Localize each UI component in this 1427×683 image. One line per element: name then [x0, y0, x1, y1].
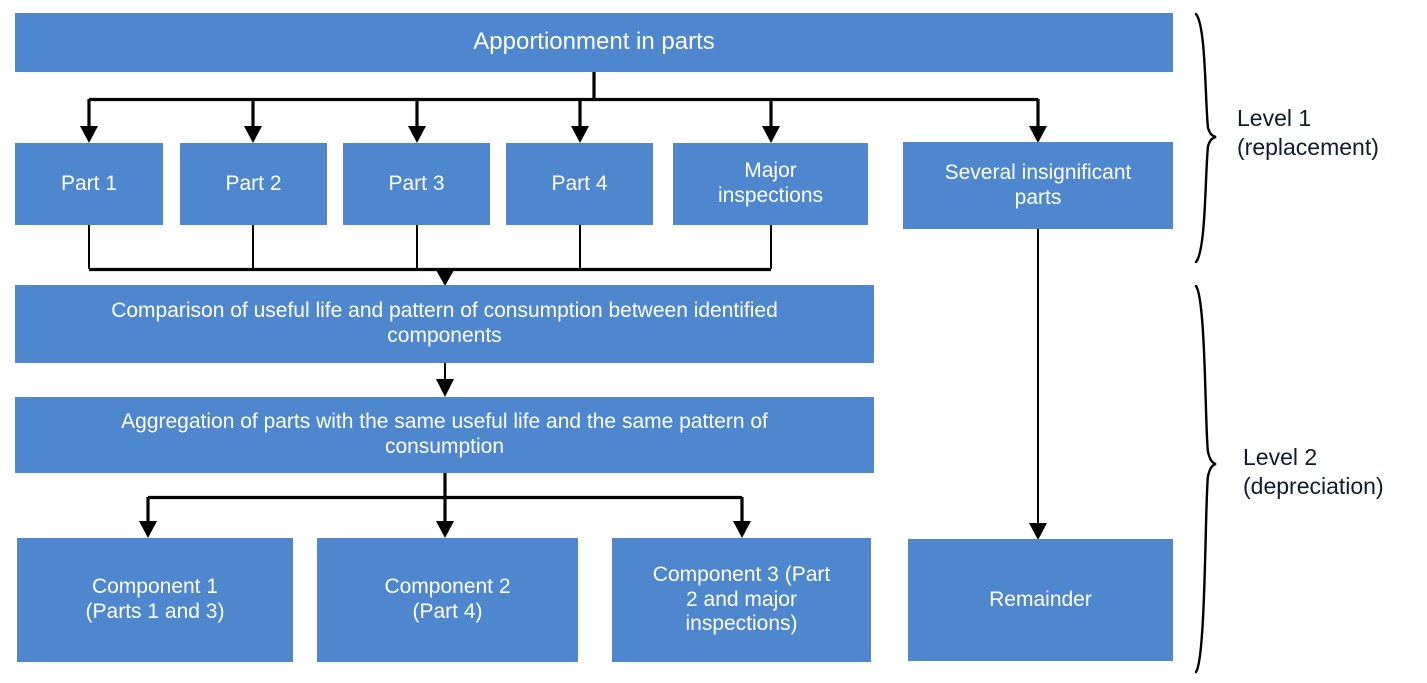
node-part-1[interactable]: Part 1 — [15, 143, 163, 225]
node-major-inspections[interactable]: Major inspections — [673, 143, 868, 225]
arrowhead-remainder — [1029, 523, 1047, 540]
node-remainder[interactable]: Remainder — [908, 539, 1173, 661]
node-part-4[interactable]: Part 4 — [506, 143, 653, 225]
arrowhead-part3 — [408, 126, 426, 143]
bracket-level-2 — [1194, 284, 1217, 674]
node-component-3[interactable]: Component 3 (Part 2 and major inspection… — [612, 538, 871, 662]
node-component-2[interactable]: Component 2 (Part 4) — [317, 538, 578, 662]
node-several-insignificant-parts[interactable]: Several insignificant parts — [903, 142, 1173, 229]
node-comparison-useful-life[interactable]: Comparison of useful life and pattern of… — [15, 285, 874, 363]
arrowhead-part1 — [80, 126, 98, 143]
arrowhead-part2 — [244, 126, 262, 143]
node-component-1[interactable]: Component 1 (Parts 1 and 3) — [17, 538, 293, 662]
node-apportionment-in-parts[interactable]: Apportionment in parts — [15, 13, 1173, 72]
bracket-level-1 — [1194, 12, 1217, 264]
arrowhead-major-inspections — [762, 126, 780, 143]
arrowhead-comparison — [436, 270, 454, 286]
node-part-2[interactable]: Part 2 — [180, 143, 327, 225]
arrowhead-component3 — [733, 521, 751, 538]
bracket-label-level-1: Level 1 (replacement) — [1237, 105, 1379, 161]
arrowhead-component2 — [436, 521, 454, 538]
bracket-label-level-2: Level 2 (depreciation) — [1243, 444, 1384, 500]
node-part-3[interactable]: Part 3 — [343, 143, 490, 225]
arrowhead-component1 — [139, 521, 157, 538]
arrowhead-several-insignificant — [1029, 126, 1047, 143]
node-aggregation-of-parts[interactable]: Aggregation of parts with the same usefu… — [15, 397, 874, 473]
arrowhead-aggregation — [436, 379, 454, 397]
arrowhead-part4 — [571, 126, 589, 143]
